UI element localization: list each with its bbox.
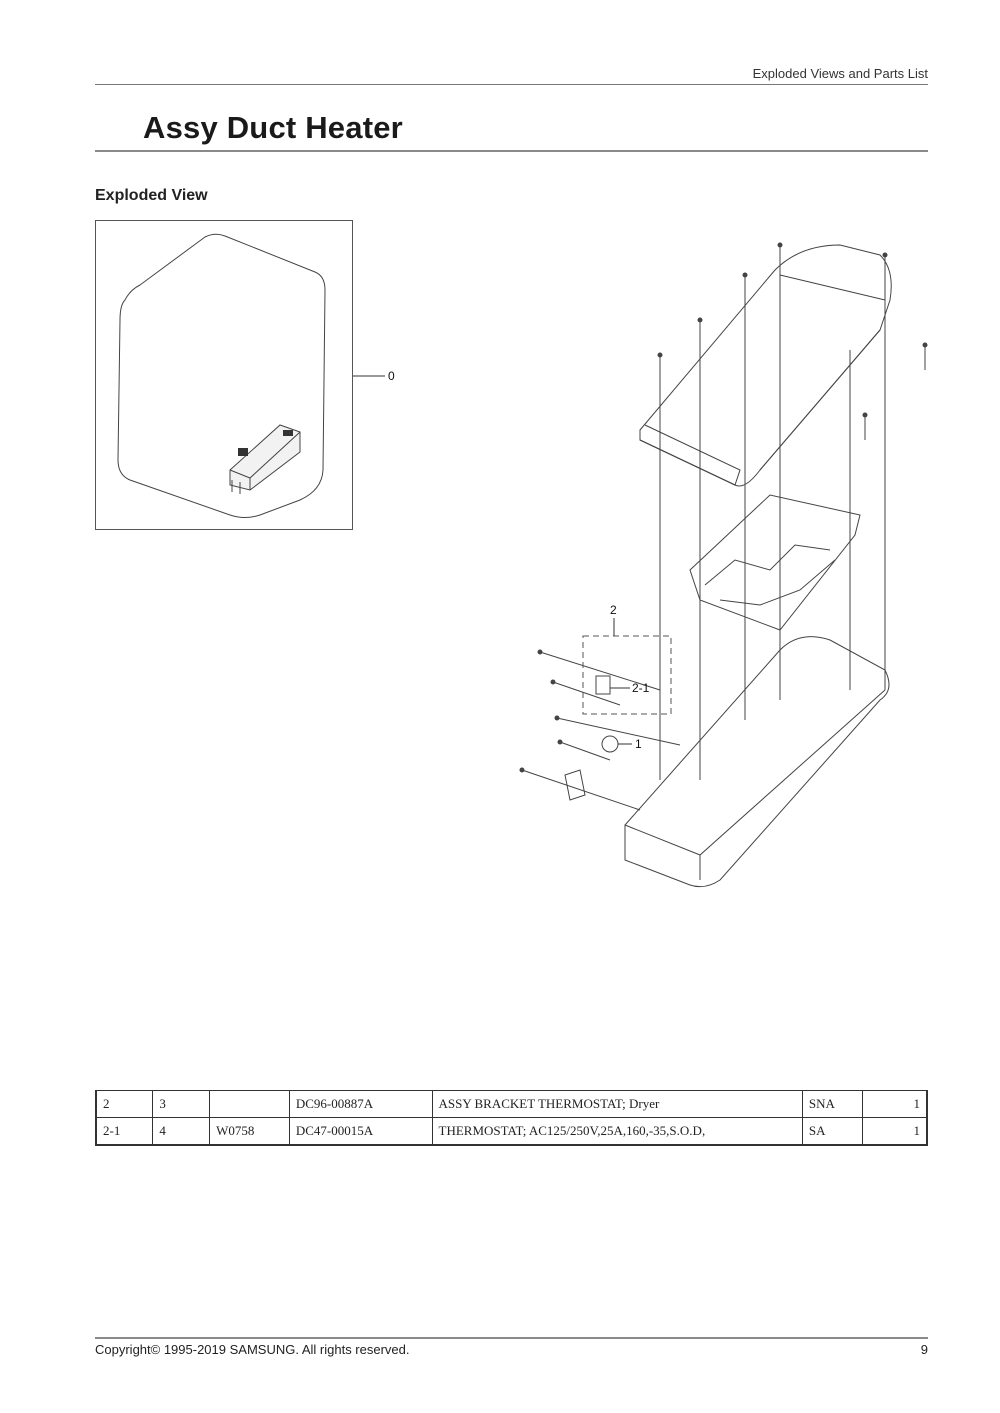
cell-status: SNA [801, 1090, 863, 1118]
section-title: Exploded View [95, 187, 208, 204]
callout-2-1: 2-1 [632, 681, 650, 695]
cell-description: ASSY BRACKET THERMOSTAT; Dryer [431, 1090, 803, 1118]
cell-seq: 3 [152, 1090, 211, 1118]
cell-description: THERMOSTAT; AC125/250V,25A,160,-35,S.O.D… [431, 1117, 803, 1146]
assembly-overview-drawing [117, 233, 326, 518]
header-rule [95, 84, 928, 85]
callout-1: 1 [635, 737, 642, 751]
cell-code: W0758 [209, 1117, 290, 1146]
item-2-group-outline [582, 635, 672, 715]
callout-2: 2 [610, 603, 617, 617]
cell-part-no: DC47-00015A [288, 1117, 433, 1146]
cell-seq: 4 [152, 1117, 211, 1146]
cell-code [209, 1090, 290, 1118]
table-row: 2-1 4 W0758 DC47-00015A THERMOSTAT; AC12… [95, 1117, 928, 1146]
title-rule [95, 150, 928, 152]
header-section-label: Exploded Views and Parts List [752, 66, 928, 81]
cell-part-no: DC96-00887A [288, 1090, 433, 1118]
cell-qty: 1 [861, 1090, 928, 1118]
cell-level: 2-1 [95, 1117, 154, 1146]
table-row: 2 3 DC96-00887A ASSY BRACKET THERMOSTAT;… [95, 1090, 928, 1118]
page-title: Assy Duct Heater [143, 110, 403, 145]
callout-0: 0 [388, 369, 395, 383]
page-number: 9 [920, 1342, 928, 1357]
cell-level: 2 [95, 1090, 154, 1118]
assembly-inset-box [95, 220, 353, 530]
parts-table: 2 3 DC96-00887A ASSY BRACKET THERMOSTAT;… [95, 1090, 928, 1146]
cell-status: SA [801, 1117, 863, 1146]
exploded-view-diagram [117, 233, 928, 888]
cell-qty: 1 [861, 1117, 928, 1146]
exploded-duct-heater-drawing [519, 242, 928, 888]
footer-copyright: Copyright© 1995-2019 SAMSUNG. All rights… [95, 1342, 410, 1357]
footer-rule [95, 1337, 928, 1339]
